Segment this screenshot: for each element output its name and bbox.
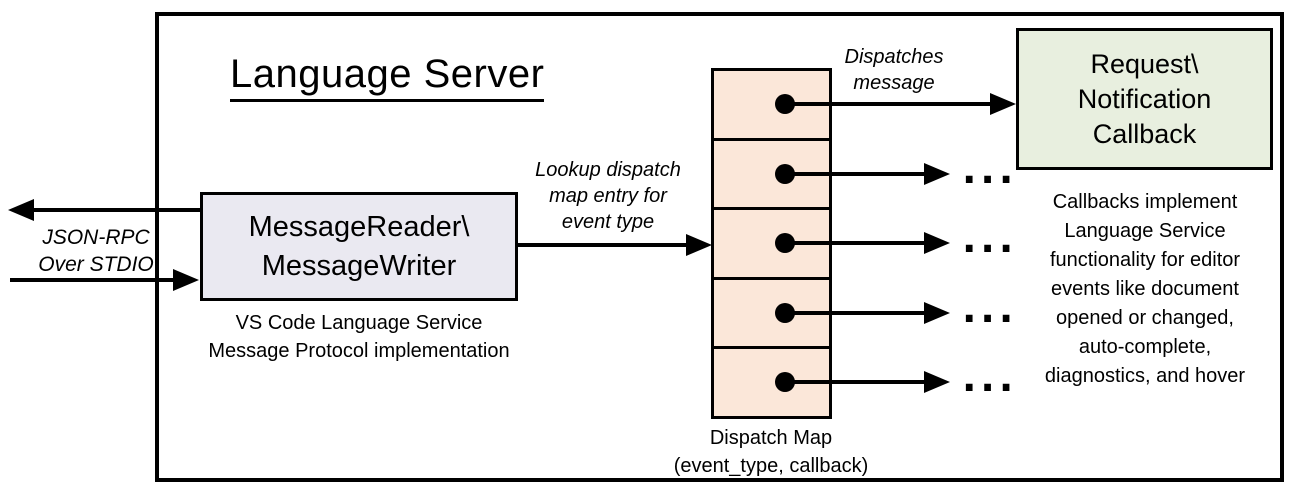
dispatch-map-caption-line1: Dispatch Map bbox=[709, 427, 833, 449]
callback-label-line3: Callback bbox=[1092, 118, 1197, 149]
dispatch-map-cell bbox=[714, 346, 829, 416]
message-reader-caption-line1: VS Code Language Service bbox=[235, 312, 483, 334]
message-reader-caption: VS Code Language Service Message Protoco… bbox=[178, 309, 540, 365]
callbacks-note: Callbacks implement Language Service fun… bbox=[1010, 188, 1280, 391]
lookup-label-line1: Lookup dispatch bbox=[535, 159, 681, 181]
dispatch-map-caption: Dispatch Map (event_type, callback) bbox=[640, 424, 902, 480]
lookup-label-line2: map entry for bbox=[549, 185, 667, 207]
message-reader-label-line1: MessageReader\ bbox=[248, 210, 470, 243]
dispatch-map-box bbox=[711, 68, 832, 419]
dispatches-message-label: Dispatches message bbox=[828, 44, 960, 96]
left-arrowhead-icon bbox=[8, 199, 34, 221]
json-rpc-label-line1: JSON-RPC bbox=[42, 226, 150, 249]
callbacks-note-line: functionality for editor bbox=[1049, 249, 1241, 271]
message-reader-writer-box: MessageReader\ MessageWriter bbox=[200, 192, 518, 301]
callbacks-note-line: auto-complete, bbox=[1078, 336, 1212, 358]
callbacks-note-line: Language Service bbox=[1064, 220, 1226, 242]
json-rpc-over-stdio-label: JSON-RPC Over STDIO bbox=[18, 224, 174, 278]
dispatch-map-caption-line2: (event_type, callback) bbox=[673, 455, 869, 477]
callbacks-note-line: events like document bbox=[1051, 278, 1239, 300]
callback-label-line1: Request\ bbox=[1090, 48, 1199, 79]
diagram-title: Language Server bbox=[230, 52, 545, 102]
callbacks-note-line: Callbacks implement bbox=[1052, 191, 1238, 213]
message-reader-caption-line2: Message Protocol implementation bbox=[208, 340, 510, 362]
lookup-label-line3: event type bbox=[561, 211, 655, 233]
dispatches-label-line2: message bbox=[853, 72, 935, 94]
callback-label-line2: Notification bbox=[1077, 83, 1212, 114]
lookup-dispatch-label: Lookup dispatch map entry for event type bbox=[518, 157, 698, 235]
dispatch-map-cell bbox=[714, 276, 829, 347]
message-reader-label-line2: MessageWriter bbox=[261, 249, 457, 282]
json-rpc-label-line2: Over STDIO bbox=[38, 253, 154, 276]
dispatches-label-line1: Dispatches bbox=[844, 46, 944, 68]
callbacks-note-line: opened or changed, bbox=[1056, 307, 1234, 329]
callbacks-note-line: diagnostics, and hover bbox=[1044, 365, 1246, 387]
dispatch-map-cell bbox=[714, 207, 829, 277]
dispatch-map-cell bbox=[714, 71, 829, 138]
dispatch-map-cell bbox=[714, 137, 829, 208]
request-notification-callback-box: Request\ Notification Callback bbox=[1016, 28, 1273, 170]
